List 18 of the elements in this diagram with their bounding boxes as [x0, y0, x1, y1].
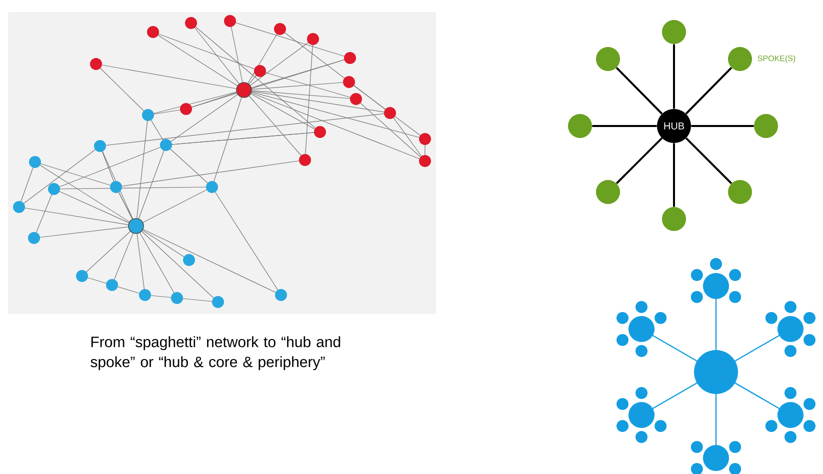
caption-text: From “spaghetti” network to “hub and spoke” or “hub & core & periphery” [90, 336, 340, 370]
spoke-circle [596, 180, 620, 204]
beside-label: SPOKE(S) [758, 55, 796, 63]
spoke-line [673, 44, 675, 109]
spoke-line [616, 137, 663, 184]
spoke-circle [754, 114, 778, 138]
spoke-circle [728, 47, 752, 71]
spoke-circle [568, 114, 592, 138]
spoke-circle [662, 207, 686, 231]
spoke-line [673, 143, 675, 207]
spoke-line [691, 125, 754, 127]
spoke-line [685, 137, 732, 184]
spoke-line [592, 125, 657, 127]
spoke-line [616, 66, 663, 114]
spoke-line [685, 66, 732, 114]
spoke-circle [728, 180, 752, 204]
spoke-circle [662, 20, 686, 44]
spoke-circle [596, 47, 620, 71]
